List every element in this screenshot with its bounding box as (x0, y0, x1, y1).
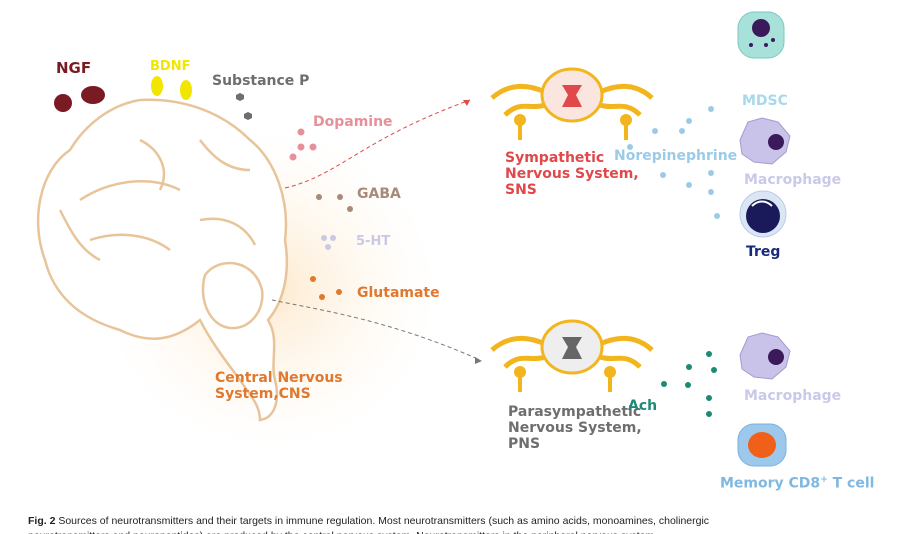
cns-to-pns-arrow (271, 299, 481, 361)
macrophage-label: Macrophage (744, 388, 842, 404)
pns-label-line2: Nervous System, (508, 420, 642, 437)
pns-label-line3: PNS (508, 436, 541, 453)
norepinephrine-label: Norepinephrine (614, 148, 738, 164)
dopamine-label: Dopamine (313, 114, 393, 130)
ngf-label: NGF (56, 59, 92, 77)
ngf-icon (54, 86, 105, 112)
caption-label: Fig. 2 (28, 515, 56, 527)
arrowhead (475, 357, 482, 364)
serotonin-dots (321, 235, 336, 250)
sns-spinal-cord-icon (490, 67, 654, 140)
serotonin-label: 5-HT (356, 234, 391, 249)
ach-label: Ach (628, 398, 658, 414)
mdsc-cell-icon (737, 11, 785, 59)
pns-spinal-cord-icon (490, 319, 654, 392)
sns-label-line1: Sympathetic (505, 150, 605, 166)
glutamate-dots (310, 276, 342, 300)
figure-caption: Fig. 2 Sources of neurotransmitters and … (28, 515, 888, 527)
treg-label: Treg (746, 244, 781, 260)
memory-t-cell-label-suffix: T cell (827, 475, 875, 492)
ach-dots (661, 351, 717, 417)
substance-p-label: Substance P (212, 73, 310, 89)
memory-t-cell-label-main: Memory CD8 (720, 475, 821, 492)
pns-label-line1: Parasympathetic (508, 404, 642, 420)
figure-caption-line2: neurotransmitters and neuropeptides) are… (28, 530, 888, 534)
bdnf-icon (151, 76, 192, 100)
gaba-label: GABA (357, 186, 401, 202)
sns-label-line3: SNS (505, 182, 537, 199)
dopamine-dots (289, 128, 317, 161)
macrophage-label: Macrophage (744, 172, 842, 188)
glutamate-label: Glutamate (357, 285, 440, 301)
cns-label-line2: System,CNS (215, 386, 311, 403)
caption-text: Sources of neurotransmitters and their t… (55, 515, 710, 527)
brain-icon (36, 98, 289, 422)
gaba-dots (316, 194, 353, 212)
cns-to-sns-arrow (284, 99, 471, 189)
bdnf-label: BDNF (150, 59, 191, 74)
treg-cell-icon (739, 190, 787, 238)
pns-label: Parasympathetic Nervous System, PNS (508, 404, 642, 452)
arrowhead (463, 100, 470, 106)
substance-p-icon (236, 93, 252, 120)
memory-t-cell-label-sup: + (820, 475, 828, 485)
macrophage-cell-icon (739, 117, 791, 165)
macrophage-cell-icon (739, 332, 791, 380)
sns-label: Sympathetic Nervous System, SNS (505, 150, 639, 198)
sns-label-line2: Nervous System, (505, 166, 639, 183)
norepinephrine-dots (627, 106, 720, 219)
memory-t-cell-label: Memory CD8+ T cell (720, 475, 874, 492)
cns-label: Central Nervous System,CNS (215, 370, 343, 402)
mdsc-label: MDSC (742, 93, 788, 109)
memory-t-cell-icon (737, 423, 787, 467)
cns-label-line1: Central Nervous (215, 370, 343, 386)
